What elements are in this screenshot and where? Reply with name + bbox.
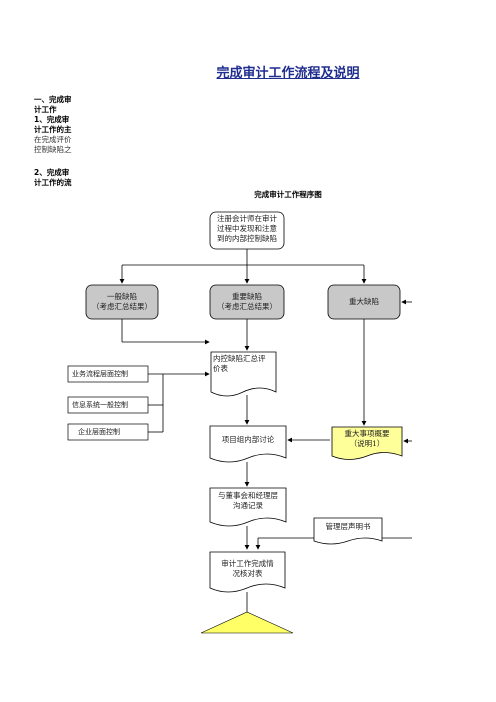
node-important-line-1: 重要缺陷 (232, 292, 262, 301)
section-1-note-1: 在完成评价 (34, 135, 72, 144)
node-checklist-line-2: 况核对表 (232, 569, 263, 578)
section-1-note-2: 控制缺陷之 (34, 145, 72, 154)
node-start-line-3: 到的内部控制缺陷 (217, 234, 277, 243)
section-1-sub-1: 1、完成审 (34, 115, 70, 124)
node-start-line-2: 过程中发现和注意 (217, 224, 277, 233)
node-checklist (209, 551, 286, 593)
node-major-summary-line-1: 重大事项概要 (344, 429, 390, 438)
section-1-sub-2: 计工作的主 (34, 125, 72, 134)
node-general-line-1: 一般缺陷 (107, 292, 137, 301)
node-business-text: 业务流程层面控制 (72, 370, 128, 378)
page-title: 完成审计工作流程及说明 (216, 66, 360, 81)
node-general-text: 一般缺陷 （考虑汇总结果） (86, 292, 158, 312)
diagram-title: 完成审计工作程序图 (254, 190, 322, 199)
section-1-heading-1: 一、完成审 (34, 95, 72, 104)
node-summary-line-2: 价表 (213, 364, 228, 373)
node-major-summary (331, 426, 403, 460)
node-discuss (209, 425, 287, 463)
node-major-text: 重大缺陷 (328, 297, 400, 307)
section-2-heading-1: 2、完成审 (34, 168, 70, 177)
node-board (209, 487, 287, 527)
node-summary-text: 内控缺陷汇总评 价表 (213, 354, 275, 374)
node-major-summary-line-2: （说明1） (349, 439, 385, 448)
node-checklist-text: 审计工作完成情 况核对表 (210, 559, 285, 579)
node-summary-line-1: 内控缺陷汇总评 (213, 354, 266, 363)
node-start-text: 注册会计师在审计 过程中发现和注意 到的内部控制缺陷 (210, 214, 284, 244)
node-mgmt-line-1: 管理层声明书 (325, 522, 371, 531)
section-2: 2、完成审 计工作的流 (34, 168, 72, 188)
section-1-heading-2: 计工作 (34, 105, 57, 114)
node-entity-text: 企业层面控制 (78, 428, 120, 436)
node-important-text: 重要缺陷 （考虑汇总结果） (210, 292, 284, 312)
node-board-text: 与董事会和经理层 沟通记录 (210, 491, 286, 511)
section-1: 一、完成审 计工作 1、完成审 计工作的主 在完成评价 控制缺陷之 (34, 95, 72, 155)
node-major-line-1: 重大缺陷 (349, 297, 379, 306)
node-mgmt (313, 517, 383, 545)
node-it-text: 信息系统一般控制 (72, 401, 128, 409)
node-discuss-line-1: 项目组内部讨论 (221, 435, 275, 444)
section-2-heading-2: 计工作的流 (34, 178, 72, 187)
node-important-line-2: （考虑汇总结果） (217, 302, 277, 311)
node-summary (210, 351, 277, 397)
node-mgmt-text: 管理层声明书 (314, 522, 382, 532)
node-board-line-2: 沟通记录 (233, 501, 263, 510)
node-discuss-text: 项目组内部讨论 (210, 435, 286, 445)
end-triangle (200, 611, 294, 634)
node-start-line-1: 注册会计师在审计 (217, 214, 277, 223)
node-board-line-1: 与董事会和经理层 (218, 491, 278, 500)
node-major-summary-text: 重大事项概要 （说明1） (332, 429, 402, 449)
node-checklist-line-1: 审计工作完成情 (221, 559, 274, 568)
node-general-line-2: （考虑汇总结果） (92, 302, 152, 311)
